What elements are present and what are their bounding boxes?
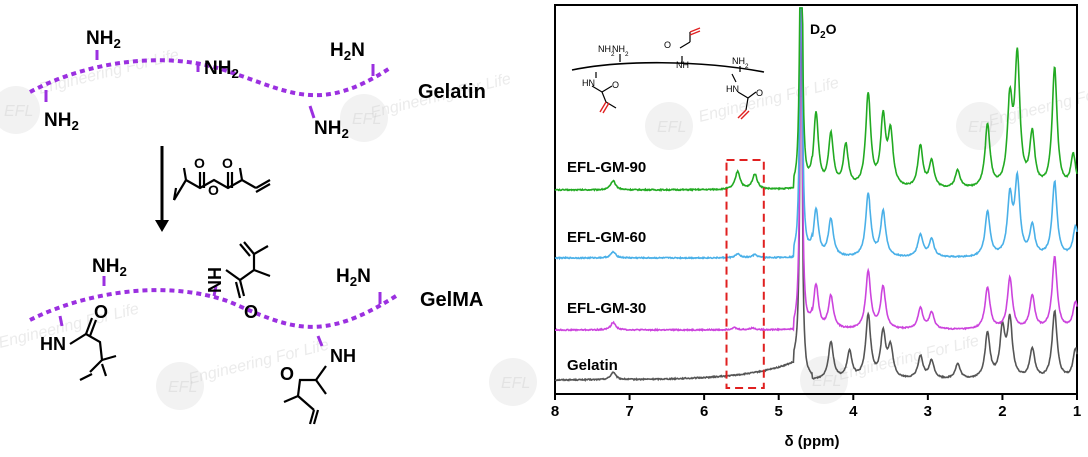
d2o-label: D2O (810, 21, 837, 41)
arrow-head-icon (155, 220, 169, 232)
watermark-logo-icon: EFL (340, 94, 388, 142)
methacrylamide-group (69, 317, 117, 381)
svg-text:Engineering For Life: Engineering For Life (697, 75, 841, 126)
inset-label: NH2 (598, 44, 615, 58)
gelma-amine-label: H2N (336, 266, 371, 289)
anhydride-oxygen-label: O (194, 155, 205, 171)
amide-nh-label: HN (204, 267, 224, 293)
spectrum-line-efl-gm-30 (555, 7, 1078, 333)
watermark-logo-icon: EFL (956, 102, 1004, 150)
amide-nh-label: HN (40, 334, 66, 354)
methacrylamide-group (283, 365, 327, 425)
amide-nh-label: NH (330, 346, 356, 366)
x-axis-label: δ (ppm) (785, 433, 840, 450)
amine-label: NH2 (86, 28, 121, 51)
watermark-logo-icon: EFL (645, 102, 693, 150)
amine-label: NH2 (44, 110, 79, 133)
x-tick-label: 7 (625, 403, 633, 420)
spectrum-line-efl-gm-90 (554, 7, 1078, 193)
carbonyl-o-label: O (280, 364, 294, 384)
x-tick-label: 2 (998, 403, 1006, 420)
carbonyl-o-label: O (244, 302, 258, 322)
x-tick-label: 5 (775, 403, 783, 420)
svg-text:EFL: EFL (812, 373, 841, 390)
spectra-layer (554, 7, 1078, 382)
x-axis-ticks: 8 7 6 5 4 3 2 1 (551, 394, 1081, 420)
gelma-amide-bond (58, 315, 64, 327)
methacrylamide-group (225, 241, 271, 299)
gelma-amide-bond (316, 335, 324, 347)
watermark-logo-icon: EFL (156, 362, 204, 410)
x-tick-label: 6 (700, 403, 708, 420)
amine-label: H2N (330, 40, 365, 63)
anhydride-oxygen-label: O (222, 155, 233, 171)
inset-label: NH2 (732, 56, 749, 70)
svg-text:EFL: EFL (4, 103, 33, 120)
series-label-gm60: EFL-GM-60 (567, 229, 646, 246)
x-tick-label: 3 (924, 403, 932, 420)
series-label-gm90: EFL-GM-90 (567, 159, 646, 176)
inset-label: O (612, 80, 619, 90)
inset-label: O (756, 88, 763, 98)
x-tick-label: 1 (1073, 403, 1081, 420)
inset-structure: NH2 NH O NH2 O HN NH2 HN O (571, 27, 765, 120)
svg-text:Engineering For Life: Engineering For Life (987, 79, 1088, 130)
x-tick-label: 4 (849, 403, 858, 420)
x-tick-label: 8 (551, 403, 559, 420)
svg-text:Engineering For Life: Engineering For Life (37, 47, 181, 98)
inset-label: NH2 (612, 44, 629, 58)
svg-text:EFL: EFL (352, 111, 381, 128)
spectrum-line-efl-gm-60 (554, 7, 1078, 261)
svg-text:EFL: EFL (168, 379, 197, 396)
inset-label: HN (726, 84, 739, 94)
gelma-amine-label: NH2 (92, 256, 127, 279)
carbonyl-o-label: O (94, 302, 108, 322)
highlight-box (725, 159, 765, 389)
svg-text:EFL: EFL (657, 119, 686, 136)
spectrum-line-gelatin (554, 7, 1078, 382)
series-label-gm30: EFL-GM-30 (567, 300, 646, 317)
gelma-label: GelMA (420, 289, 483, 311)
gelatin-amine-bond (308, 105, 316, 119)
svg-text:EFL: EFL (501, 375, 530, 392)
svg-text:EFL: EFL (968, 119, 997, 136)
watermark-logo-icon: EFL (489, 358, 537, 406)
watermark-logo-icon: EFL (0, 86, 40, 134)
plot-frame (554, 4, 1078, 395)
series-label-gelatin: Gelatin (567, 357, 618, 374)
nmr-chart: 8 7 6 5 4 3 2 1 δ (ppm) D2O EFL-GM-90 EFL-GM-60… (551, 4, 1081, 450)
gelma-amide-bond (212, 285, 218, 297)
methacrylic-anhydride (172, 167, 271, 201)
inset-label: O (664, 40, 671, 50)
amine-label: NH2 (314, 118, 349, 141)
inset-label: HN (582, 78, 595, 88)
inset-label: NH (676, 60, 689, 70)
reaction-scheme: NH2 NH2 H2N NH2 NH2 Gelatin O O O NH2 (29, 28, 486, 425)
gelatin-label: Gelatin (418, 81, 486, 103)
amine-label: NH2 (204, 58, 239, 81)
anhydride-oxygen-label: O (208, 182, 219, 198)
